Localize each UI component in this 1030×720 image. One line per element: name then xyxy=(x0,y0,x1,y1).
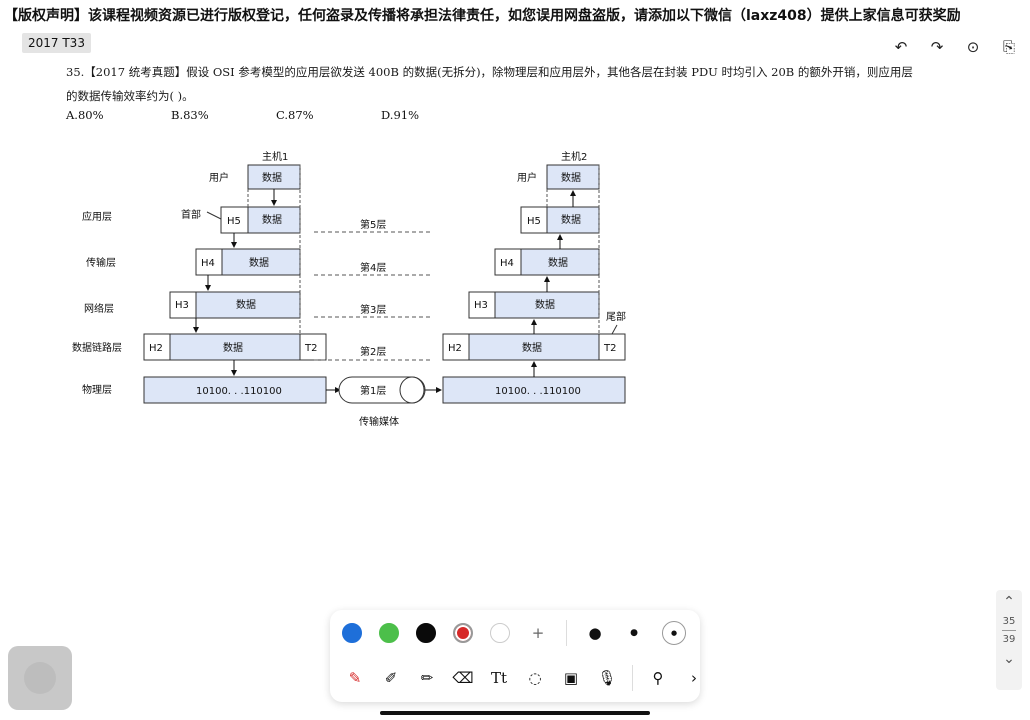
color-swatch-white[interactable] xyxy=(490,623,510,643)
redo-icon[interactable]: ↷ xyxy=(930,38,944,56)
text-tool-icon[interactable]: Tt xyxy=(490,669,508,687)
host2-h4-box xyxy=(494,248,522,276)
box-data-text: 数据 xyxy=(561,213,581,226)
h4-text: H4 xyxy=(500,258,514,269)
layer-label-app: 应用层 xyxy=(82,210,112,223)
h2-text: H2 xyxy=(149,343,163,354)
host2-h5-box xyxy=(520,206,548,234)
h5-text: H5 xyxy=(527,216,541,227)
stroke-small-icon[interactable]: ● xyxy=(630,628,638,638)
stroke-medium-selected-icon[interactable]: ● xyxy=(662,621,686,645)
host1-user-data-box xyxy=(247,164,301,190)
more-icon[interactable]: ⊙ xyxy=(966,38,980,56)
box-data-text: 数据 xyxy=(262,213,282,226)
document-page xyxy=(8,55,1018,695)
highlighter-icon[interactable]: ✏ xyxy=(420,669,434,687)
h3-text: H3 xyxy=(175,300,189,311)
peer-layer-2: 第2层 xyxy=(360,345,386,358)
host1-h5-box xyxy=(220,206,249,234)
home-indicator xyxy=(380,711,650,715)
host2-user-data-box xyxy=(546,164,600,190)
stroke-large-icon[interactable]: ● xyxy=(588,624,602,642)
peer-layer-3: 第3层 xyxy=(360,303,386,316)
color-swatch-black[interactable] xyxy=(416,623,436,643)
page-number-total: 39 xyxy=(1002,634,1016,645)
layer-label-network: 网络层 xyxy=(84,302,114,315)
question-line-2: 的数据传输效率约为( )。 xyxy=(66,89,194,103)
h2-text: H2 xyxy=(448,343,462,354)
user-label-1: 用户 xyxy=(209,171,229,184)
host1-h2-box xyxy=(143,333,171,361)
host2-h3-box xyxy=(468,291,496,319)
top-toolbar: ↶ ↷ ⊙ ⎘ xyxy=(890,36,1020,58)
t2-text: T2 xyxy=(304,343,317,354)
host2-h2-box xyxy=(442,333,470,361)
h3-text: H3 xyxy=(474,300,488,311)
page-number-current: 35 xyxy=(1002,616,1016,627)
page-rail: ⌃ 35 39 ⌄ xyxy=(996,590,1022,690)
box-data-text: 数据 xyxy=(262,171,282,184)
box-data-text: 数据 xyxy=(548,256,568,269)
lasso-icon[interactable]: ◌ xyxy=(528,669,542,687)
pen-icon[interactable]: ✎ xyxy=(348,669,362,687)
chevron-right-icon[interactable]: › xyxy=(691,669,697,687)
floating-action-button[interactable] xyxy=(8,646,72,710)
option-d: D.91% xyxy=(381,108,420,122)
medium-label: 传输媒体 xyxy=(359,415,399,428)
h5-text: H5 xyxy=(227,216,241,227)
bits-text-2: 10100. . .110100 xyxy=(495,386,581,397)
peer-layer-1: 第1层 xyxy=(360,384,386,397)
drawing-palette: + ● ● ● ✎ ✐ ✏ ⌫ Tt ◌ ▣ 🎙 ⚲ › xyxy=(330,610,700,702)
host1-app-data-box xyxy=(247,206,301,234)
chevron-down-icon[interactable]: ⌄ xyxy=(1003,651,1015,667)
box-data-text: 数据 xyxy=(249,256,269,269)
color-swatch-green[interactable] xyxy=(379,623,399,643)
host1-link-data-box xyxy=(169,333,301,361)
user-label-2: 用户 xyxy=(517,171,537,184)
eraser-icon[interactable]: ⌫ xyxy=(452,669,474,687)
layer-label-transport: 传输层 xyxy=(86,256,116,269)
box-data-text: 数据 xyxy=(236,298,256,311)
host1-label: 主机1 xyxy=(262,150,288,163)
option-c: C.87% xyxy=(276,108,314,122)
box-data-text: 数据 xyxy=(535,298,555,311)
question-line-1: 35.【2017 统考真题】假设 OSI 参考模型的应用层欲发送 400B 的数… xyxy=(66,65,913,79)
laser-pointer-icon[interactable]: ⚲ xyxy=(652,669,664,687)
chevron-up-icon[interactable]: ⌃ xyxy=(1003,594,1015,610)
host1-h4-box xyxy=(195,248,223,276)
color-swatch-red-selected[interactable] xyxy=(453,623,473,643)
trailer-label: 尾部 xyxy=(606,310,626,323)
layer-label-physical: 物理层 xyxy=(82,383,112,396)
h4-text: H4 xyxy=(201,258,215,269)
copyright-banner: 【版权声明】该课程视频资源已进行版权登记，任何盗录及传播将承担法律责任，如您误用… xyxy=(0,0,1030,32)
header-label: 首部 xyxy=(181,208,201,221)
color-swatch-blue[interactable] xyxy=(342,623,362,643)
peer-layer-5: 第5层 xyxy=(360,218,386,231)
share-icon[interactable]: ⎘ xyxy=(1002,38,1015,56)
document-title-chip[interactable]: 2017 T33 xyxy=(22,33,91,53)
host1-transport-data-box xyxy=(221,248,301,276)
host1-t2-box xyxy=(299,333,327,361)
peer-layer-4: 第4层 xyxy=(360,261,386,274)
host2-label: 主机2 xyxy=(561,150,587,163)
option-a: A.80% xyxy=(66,108,104,122)
host1-network-data-box xyxy=(195,291,301,319)
pencil-icon[interactable]: ✐ xyxy=(384,669,398,687)
host2-t2-box xyxy=(598,333,626,361)
host1-h3-box xyxy=(169,291,197,319)
t2-text: T2 xyxy=(603,343,616,354)
undo-icon[interactable]: ↶ xyxy=(894,38,908,56)
box-data-text: 数据 xyxy=(522,341,542,354)
microphone-icon[interactable]: 🎙 xyxy=(597,669,617,687)
bits-text-1: 10100. . .110100 xyxy=(196,386,282,397)
option-b: B.83% xyxy=(171,108,209,122)
add-color-icon[interactable]: + xyxy=(531,624,545,642)
box-data-text: 数据 xyxy=(223,341,243,354)
box-data-text: 数据 xyxy=(561,171,581,184)
layer-label-datalink: 数据链路层 xyxy=(72,341,122,354)
image-icon[interactable]: ▣ xyxy=(563,669,579,687)
question-text: 35.【2017 统考真题】假设 OSI 参考模型的应用层欲发送 400B 的数… xyxy=(66,60,966,108)
